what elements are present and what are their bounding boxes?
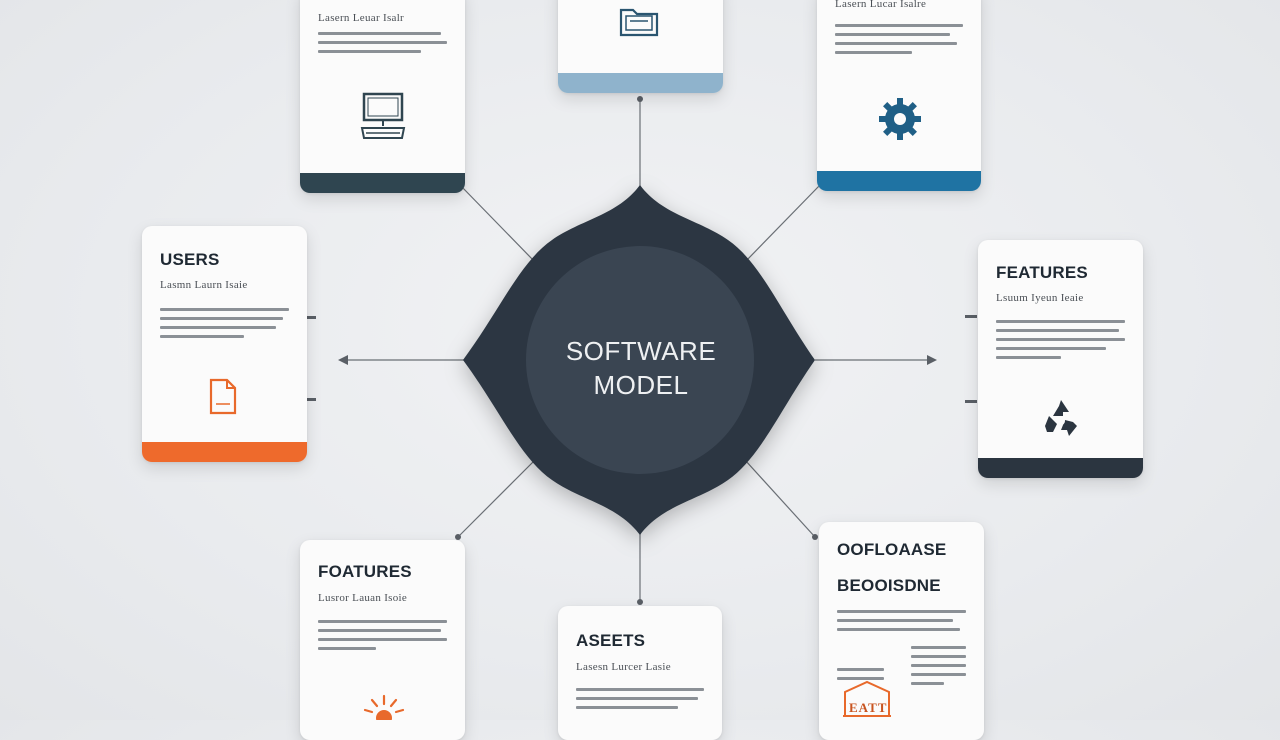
gear-icon bbox=[879, 98, 921, 140]
recycle-icon bbox=[1045, 400, 1077, 436]
hub-label: SOFTWARE MODEL bbox=[525, 334, 757, 402]
card-subtitle: Lusror Lauan Isoie bbox=[318, 592, 408, 604]
card-subtitle: Lasesn Lurcer Lasie bbox=[576, 661, 671, 673]
card-assets: ASEETS Lasesn Lurcer Lasie bbox=[558, 606, 722, 740]
dot-bottom-right bbox=[812, 534, 818, 540]
card-title: USERS bbox=[160, 250, 220, 269]
sun-icon bbox=[363, 694, 405, 720]
card-subtitle: Lasern Lucar Isalre bbox=[835, 0, 927, 10]
card-text-lines bbox=[318, 620, 447, 656]
card-accent-band bbox=[978, 458, 1143, 478]
document-icon bbox=[209, 378, 237, 415]
card-text-columns-left bbox=[837, 668, 884, 686]
connector-bottom-right bbox=[744, 459, 816, 538]
card-title-line1: OOFLOAASE bbox=[837, 540, 947, 559]
card-accent-band bbox=[142, 442, 307, 462]
card-top-center bbox=[558, 0, 723, 93]
diagram-canvas bbox=[306, 96, 977, 605]
card-subtitle: Lasern Leuar Isalr bbox=[318, 12, 405, 24]
card-accent-band bbox=[558, 73, 723, 93]
card-subtitle: Lsuum Iyeun Ieaie bbox=[996, 292, 1084, 304]
card-text-lines bbox=[996, 320, 1125, 365]
connector-top-right bbox=[744, 184, 821, 263]
arrow-left bbox=[338, 355, 348, 365]
card-title: ASEETS bbox=[576, 631, 646, 650]
card-top-right: Lasern Lucar Isalre bbox=[817, 0, 981, 191]
tick-right-1 bbox=[965, 315, 977, 318]
tick-left-1 bbox=[306, 316, 316, 319]
computer-icon bbox=[360, 92, 406, 139]
card-title-line2: BEOOISDNE bbox=[837, 576, 941, 595]
card-text-lines bbox=[576, 688, 704, 715]
dot-top bbox=[637, 96, 643, 102]
tick-right-2 bbox=[965, 400, 977, 403]
card-features-bottom-left: FOATURES Lusror Lauan Isoie bbox=[300, 540, 465, 740]
card-text-lines bbox=[835, 24, 963, 60]
card-accent-band bbox=[817, 171, 981, 191]
card-text-lines bbox=[318, 32, 447, 59]
card-users: USERS Lasmn Laurn Isaie bbox=[142, 226, 307, 462]
dot-bottom bbox=[637, 599, 643, 605]
hub-label-line2: MODEL bbox=[593, 370, 689, 400]
card-text-columns-right bbox=[911, 646, 966, 691]
connector-top-left bbox=[459, 184, 536, 263]
arrow-right bbox=[927, 355, 937, 365]
card-features-right: FEATURES Lsuum Iyeun Ieaie bbox=[978, 240, 1143, 478]
card-text-lines bbox=[837, 610, 966, 637]
folder-icon bbox=[619, 8, 659, 37]
card-title: FOATURES bbox=[318, 562, 412, 581]
card-subtitle: Lasmn Laurn Isaie bbox=[160, 279, 248, 291]
card-bottom-right: OOFLOAASE BEOOISDNE EATT bbox=[819, 522, 984, 740]
dot-bottom-left bbox=[455, 534, 461, 540]
card-text-lines bbox=[160, 308, 289, 344]
hub-label-line1: SOFTWARE bbox=[565, 336, 717, 366]
card-title: FEATURES bbox=[996, 263, 1088, 282]
card-top-left: Lasern Leuar Isalr bbox=[300, 0, 465, 193]
building-icon-label: EATT bbox=[849, 700, 888, 715]
connector-bottom-left bbox=[457, 459, 536, 538]
hub-inner-circle bbox=[526, 246, 754, 474]
card-accent-band bbox=[300, 173, 465, 193]
tick-left-2 bbox=[306, 398, 316, 401]
building-icon bbox=[843, 680, 891, 717]
